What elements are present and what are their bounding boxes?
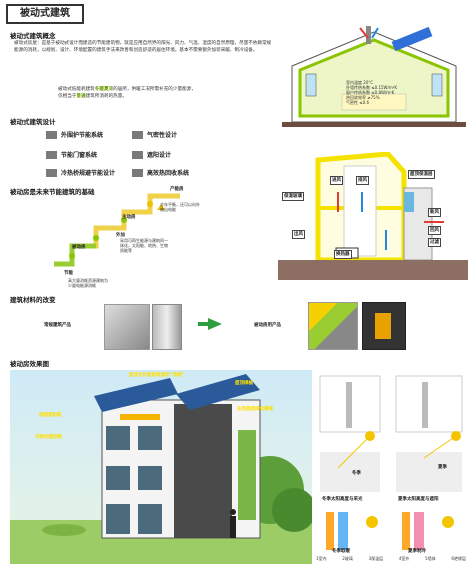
step-label: 节能 [64,271,73,276]
passive-window-image [362,302,406,350]
energy-steps-diagram: 节能 被动房 主动房 外加 产能房 高大量消耗资源建筑为少量电能源消耗 采用可再… [50,186,230,288]
design-item: 遮阳设计 [132,150,171,159]
label-inlet: 进风 [330,176,343,185]
callout-pv-roof: 屋顶光伏板构筑遮阳“凉棚” [129,373,185,378]
passive-wall-image [308,302,358,350]
design-item: 冷热桥规避节能设计 [46,168,115,177]
callout-roof-green: 屋顶绿植 [235,381,253,386]
callout-green-wall: 东西两面绿化幕墙 [237,407,273,412]
step-label: 外加 [116,233,125,238]
ventilation-house-diagram: 保温玻璃 屋顶保温层 进风 排风 新风 回风 过滤 出风 换热器 [278,151,468,280]
arrow-shaft [198,322,208,326]
building-render: 屋顶光伏板构筑遮阳“凉棚” 屋顶绿植 南面遮阳板 东西两面绿化幕墙 可移动遮阳板 [10,370,312,564]
energy-house-diagram: 室内温度 20°C 外墙传热系数 ≤0.15W/m²K 窗户传热系数 ≤0.8W… [282,26,466,130]
concept-heading: 被动式建筑概念 [10,32,56,40]
label-insulated-glass: 保温玻璃 [282,192,304,201]
design-item: 高效热回收系统 [132,168,189,177]
label-outlet: 出风 [292,230,305,239]
label-heat-exchanger: 换热器 [334,250,352,259]
arrow-right-icon [208,318,222,330]
label-exhaust: 排风 [356,176,369,185]
step-note: 高大量消耗资源建筑为少量电能源消耗 [68,278,108,288]
concept-paragraph: 被动式房屋：是基于被动式设计而建造的节能建筑物，就是应用自然界的阳光、风力、气温… [14,41,272,53]
winter-sun-label: 冬季太阳高度与采光 [322,497,363,502]
step-label: 产能房 [170,187,184,192]
label-fresh-air: 新风 [428,208,441,217]
materials-heading: 建筑材料的改变 [10,296,56,304]
step-note: 采用可再生能源与建筑同一体化，太阳能、地热、生物质能等 [120,238,168,253]
label-roof-insulation: 屋顶保温层 [408,170,435,179]
season-winter: 冬季 [352,471,361,476]
passive-product-label: 被动房用产品 [254,323,281,328]
step-label: 主动房 [122,215,136,220]
step-label: 被动房 [72,245,86,250]
conventional-wall-image [104,304,150,350]
summer-cooling-label: 夏季制冷 [408,549,426,554]
design-item: 外围护节能系统 [46,130,103,139]
design-item: 节能门窗系统 [46,150,97,159]
summer-sun-label: 夏季太阳高度与遮阳 [398,497,439,502]
future-heading: 被动房是未来节能建筑的基础 [10,188,95,196]
energy-data-rows: 室内温度 20°C 外墙传热系数 ≤0.15W/m²K 窗户传热系数 ≤0.8W… [346,80,397,105]
callout-movable-shade: 可移动遮阳板 [35,435,62,440]
design-item: 气密性设计 [132,130,177,139]
label-filter: 过滤 [428,238,441,247]
winter-heating-label: 冬季取暖 [332,549,350,554]
step-note: 全年平衡，还可以向外输出电能 [160,202,200,212]
effect-heading: 被动房效果图 [10,360,49,368]
callout-south-shade: 南面遮阳板 [39,413,62,418]
concept-paragraph-2: 被动式低能耗建筑冬暖夏凉的居所，供暖工况所需补充的少量能源， 仅相当于普通建筑所… [58,87,196,99]
conventional-window-image [152,304,182,350]
label-return-air: 回风 [428,226,441,235]
conventional-product-label: 常规建筑产品 [44,323,71,328]
design-heading: 被动式建筑设计 [10,118,56,126]
season-summer: 夏季 [438,465,447,470]
page-title: 被动式建筑 [6,4,84,24]
